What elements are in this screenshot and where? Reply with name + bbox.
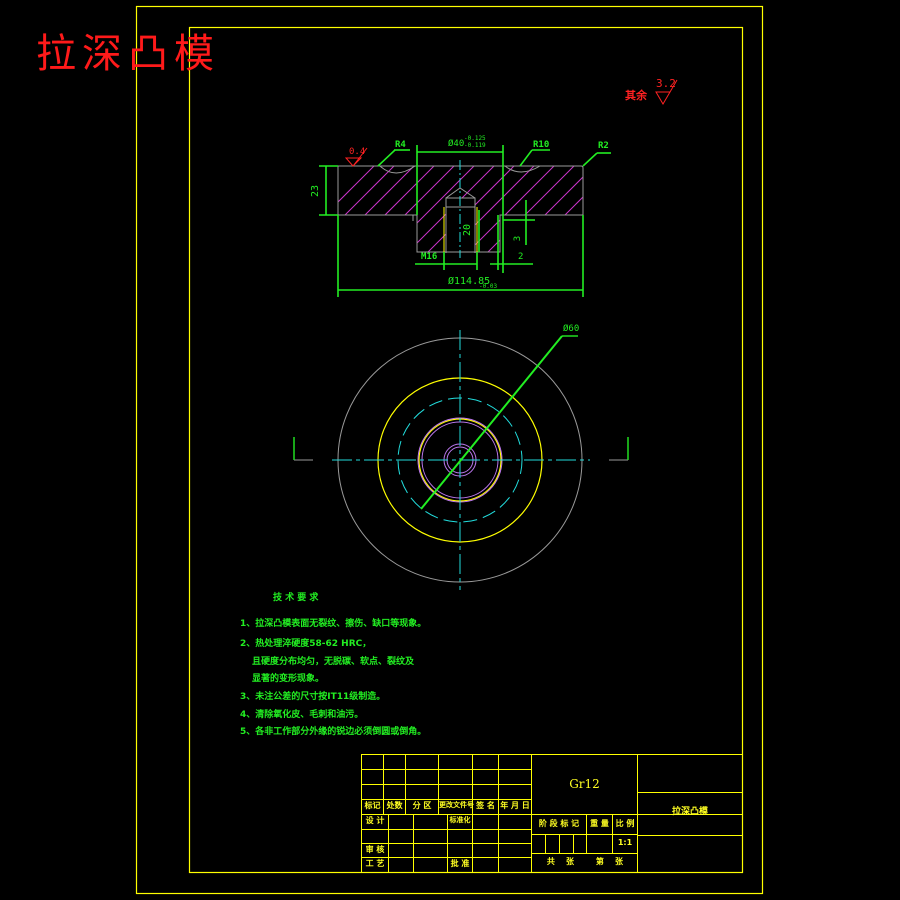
dim-r4: R4 xyxy=(395,140,406,150)
tb-process: 工 艺 xyxy=(365,859,385,868)
roughness-note-value: 3.2 xyxy=(656,77,676,90)
dim-outer-dia: Ø114.85 xyxy=(448,276,491,287)
tb-header-count: 处数 xyxy=(386,801,403,810)
tech-req-item: 2、热处理淬硬度58-62 HRC， xyxy=(240,639,372,649)
dim-height: 23 xyxy=(310,184,322,198)
tech-req-item: 4、清除氧化皮、毛刺和油污。 xyxy=(240,710,364,720)
drawing-title: 拉深凸模 xyxy=(36,31,220,77)
tb-header-mark: 标记 xyxy=(364,801,381,810)
dim-bore-tol-lower: -0.119 xyxy=(464,142,486,149)
tb-material: Gr12 xyxy=(569,777,600,791)
tb-header-change-doc: 更改文件号 xyxy=(439,801,474,809)
tech-req-item: 显著的变形现象。 xyxy=(252,674,325,684)
tb-total-sheets: 共 张 xyxy=(546,857,575,866)
tech-req-item: 5、各非工作部分外缘的锐边必须倒圆或倒角。 xyxy=(240,727,427,737)
tb-weight: 重 量 xyxy=(590,819,609,828)
tb-header-signature: 签 名 xyxy=(476,801,495,810)
tb-sheet-no: 第 张 xyxy=(595,857,624,866)
dim-step: 3 xyxy=(513,235,524,242)
dim-r10: R10 xyxy=(533,140,550,150)
tech-req-item: 3、未注公差的尺寸按IT11级制造。 xyxy=(240,692,386,702)
tb-stage-mark: 阶 段 标 记 xyxy=(538,819,580,828)
title-block-grid xyxy=(361,754,743,873)
tb-standardize: 标准化 xyxy=(449,816,471,824)
tb-scale-value: 1:1 xyxy=(617,838,633,847)
section-dimensions xyxy=(319,145,611,297)
tb-scale-label: 比 例 xyxy=(615,819,635,828)
tb-design: 设 计 xyxy=(365,816,385,825)
dim-r2: R2 xyxy=(598,141,609,151)
tb-part-name: 拉深凸模 xyxy=(671,807,708,817)
dim-depth: 20 xyxy=(462,223,474,237)
tech-req-heading: 技 术 要 求 xyxy=(273,593,319,603)
tb-review: 审 核 xyxy=(365,845,385,854)
roughness-symbol xyxy=(655,79,678,105)
dim-bore-tol-upper: -0.125 xyxy=(464,135,486,142)
inner-border xyxy=(188,26,744,874)
dim-bore: Ø40 xyxy=(448,139,465,149)
outer-border xyxy=(135,5,764,895)
tb-header-date: 年 月 日 xyxy=(500,801,530,810)
tb-header-zone: 分 区 xyxy=(412,801,432,810)
dim-plan-dia: Ø60 xyxy=(563,324,580,334)
dim-thread: M16 xyxy=(421,252,438,262)
section-hatch xyxy=(338,166,583,252)
roughness-symbol-local xyxy=(344,147,368,167)
roughness-note-label: 其余 xyxy=(625,89,647,102)
dim-outer-tol: -0.03 xyxy=(479,283,498,290)
section-view xyxy=(337,160,584,258)
dim-gap: 2 xyxy=(518,252,524,262)
plan-view xyxy=(293,330,629,590)
tech-req-item: 且硬度分布均匀，无脱碳、软点、裂纹及 xyxy=(252,657,415,667)
tech-req-item: 1、拉深凸模表面无裂纹、擦伤、缺口等现象。 xyxy=(240,619,427,629)
tb-approve: 批 准 xyxy=(450,859,470,868)
dim-roughness-local: 0.4 xyxy=(349,147,366,157)
